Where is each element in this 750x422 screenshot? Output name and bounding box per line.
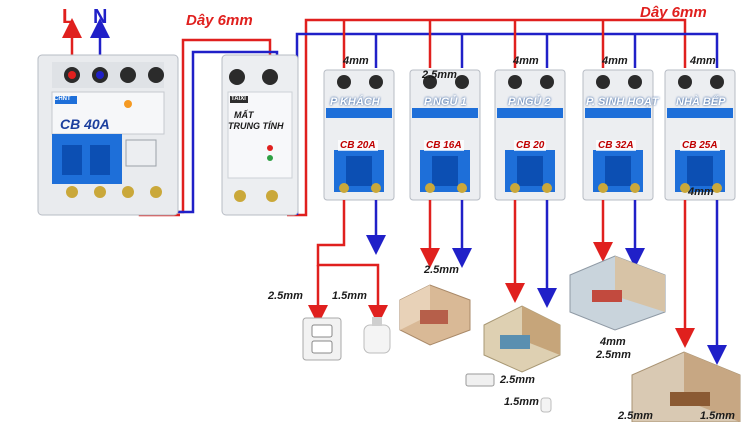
protector-label-2: TRUNG TÍNH bbox=[228, 121, 284, 131]
bedroom-1-illustration bbox=[399, 284, 471, 346]
bedroom-2-illustration bbox=[483, 305, 561, 373]
main-breaker-brand: CHNT bbox=[54, 96, 71, 102]
branch-5-wire: 4mm bbox=[690, 55, 716, 67]
neutral-loss-protector bbox=[221, 54, 299, 216]
branch-breaker-4 bbox=[582, 69, 654, 201]
bep-light-wire: 1.5mm bbox=[700, 410, 735, 422]
ngu1-wire: 2.5mm bbox=[424, 264, 459, 276]
room-bep: NHÀ BẾP bbox=[676, 96, 726, 108]
living-room-illustration bbox=[569, 255, 666, 331]
small-socket-icon bbox=[465, 373, 495, 387]
sinhhoat-wire-b: 2.5mm bbox=[596, 349, 631, 361]
branch-1-wire: 4mm bbox=[343, 55, 369, 67]
branch-breaker-5 bbox=[664, 69, 736, 201]
main-breaker-label: CB 40A bbox=[60, 116, 110, 132]
branch-2-wire: 2.5mm bbox=[422, 69, 457, 81]
room-ngu1: P.NGỦ 1 bbox=[424, 96, 467, 108]
right-wire-label: Dây 6mm bbox=[640, 4, 707, 21]
room-sinhhoat: P. SINH HOẠT bbox=[586, 96, 659, 108]
wall-socket-icon bbox=[302, 317, 342, 361]
kitchen-illustration bbox=[631, 351, 741, 422]
breaker-4-rating: CB 32A bbox=[596, 140, 636, 151]
breaker-5-rating: CB 25A bbox=[680, 140, 720, 151]
room-khach: P KHÁCH bbox=[330, 96, 380, 108]
bep-socket-wire: 2.5mm bbox=[618, 410, 653, 422]
protector-brand: TAIXI bbox=[231, 96, 246, 102]
main-breaker bbox=[37, 54, 179, 216]
bep-out-wire: 4mm bbox=[688, 186, 714, 198]
ngu2-socket-wire: 2.5mm bbox=[500, 374, 535, 386]
room-ngu2: P.NGỦ 2 bbox=[508, 96, 551, 108]
branch-3-wire: 4mm bbox=[513, 55, 539, 67]
branch-breaker-3 bbox=[494, 69, 566, 201]
branch-4-wire: 4mm bbox=[602, 55, 628, 67]
small-bulb-icon bbox=[540, 397, 552, 413]
branch-breaker-1 bbox=[323, 69, 395, 201]
phase-label: L bbox=[62, 6, 75, 28]
branch-breaker-2 bbox=[409, 69, 481, 201]
phase-bus bbox=[287, 18, 687, 217]
neutral-label: N bbox=[93, 6, 108, 28]
breaker-1-rating: CB 20A bbox=[338, 140, 378, 151]
breaker-3-rating: CB 20 bbox=[514, 140, 547, 151]
main-wire-label: Dây 6mm bbox=[186, 12, 253, 29]
sinhhoat-wire-a: 4mm bbox=[600, 336, 626, 348]
protector-label-1: MẤT bbox=[234, 110, 254, 120]
light-bulb-icon bbox=[363, 317, 391, 354]
breaker-2-rating: CB 16A bbox=[424, 140, 464, 151]
ngu2-light-wire: 1.5mm bbox=[504, 396, 539, 408]
khach-light-wire: 1.5mm bbox=[332, 290, 367, 302]
khach-socket-wire: 2.5mm bbox=[268, 290, 303, 302]
khach-phase-out bbox=[316, 200, 388, 325]
